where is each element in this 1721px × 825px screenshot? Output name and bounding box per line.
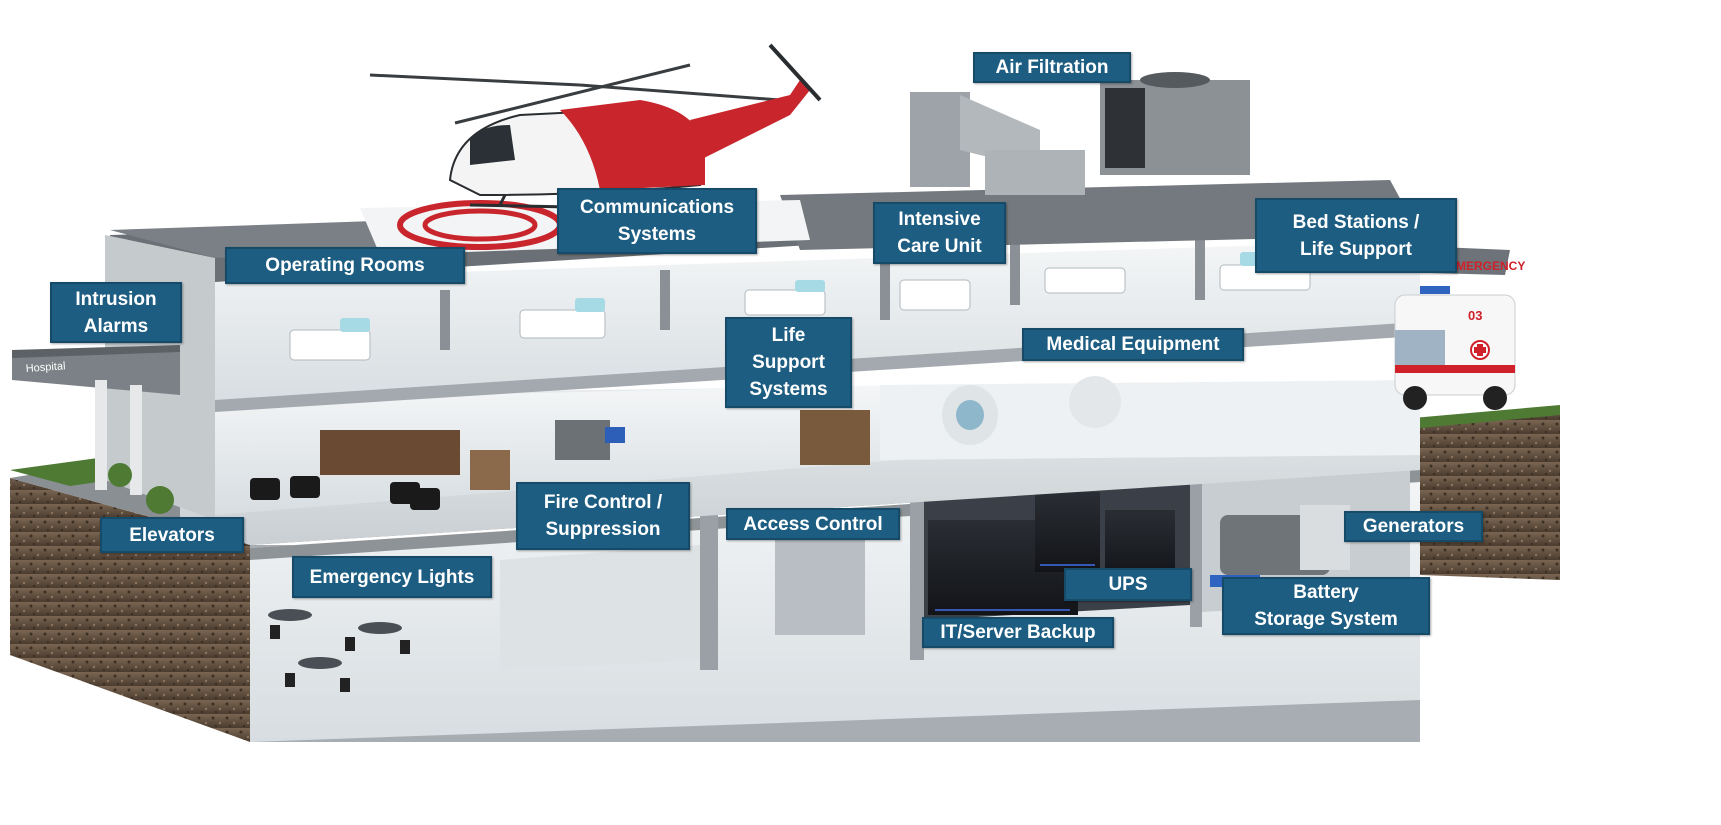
ambulance-number: 03 bbox=[1468, 308, 1482, 323]
emergency-sign: EMERGENCY bbox=[1448, 259, 1525, 273]
label-fire-control-suppression: Fire Control / Suppression bbox=[516, 482, 690, 550]
first-floor bbox=[180, 376, 1420, 545]
label-generators: Generators bbox=[1344, 511, 1483, 542]
left-wing bbox=[12, 235, 215, 520]
label-air-filtration: Air Filtration bbox=[973, 52, 1131, 83]
label-operating-rooms: Operating Rooms bbox=[225, 247, 465, 284]
label-intrusion-alarms: Intrusion Alarms bbox=[50, 282, 182, 343]
label-battery-storage-system: Battery Storage System bbox=[1222, 577, 1430, 635]
label-life-support-systems: Life Support Systems bbox=[725, 317, 852, 408]
ambulance bbox=[1394, 286, 1516, 410]
label-access-control: Access Control bbox=[726, 508, 900, 540]
label-ups: UPS bbox=[1064, 568, 1192, 601]
label-emergency-lights: Emergency Lights bbox=[292, 556, 492, 598]
label-intensive-care-unit: Intensive Care Unit bbox=[873, 202, 1006, 264]
label-elevators: Elevators bbox=[100, 517, 244, 553]
label-it-server-backup: IT/Server Backup bbox=[922, 617, 1114, 648]
hospital-sign: Hospital bbox=[25, 360, 65, 375]
label-bed-stations-life-support: Bed Stations / Life Support bbox=[1255, 198, 1457, 273]
label-medical-equipment: Medical Equipment bbox=[1022, 328, 1244, 361]
label-communications-systems: Communications Systems bbox=[557, 188, 757, 254]
helicopter bbox=[369, 43, 822, 210]
